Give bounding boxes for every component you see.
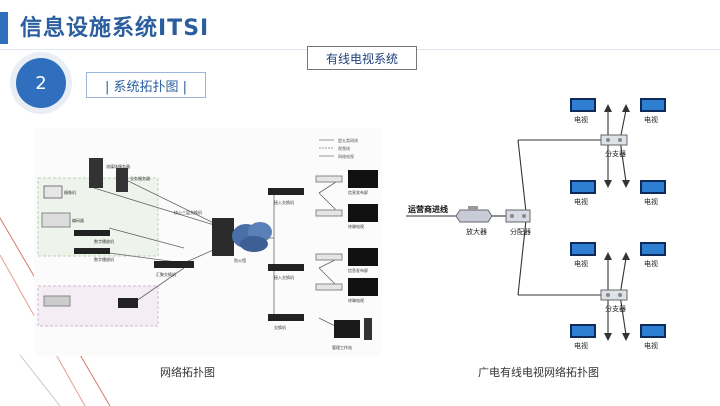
access-switch-icon [268, 314, 304, 321]
agg-switch-icon [154, 261, 194, 268]
core-switch-icon [212, 218, 234, 256]
tv-screen-icon [348, 278, 378, 296]
tv-label: 电视 [574, 259, 588, 268]
player-2-label: 数字播放机 [94, 256, 114, 262]
tv-screen-icon [348, 204, 378, 222]
server-1-label: 流媒体服务器 [106, 163, 130, 169]
network-caption: 网络拓扑图 [160, 366, 215, 379]
tv-label: 电视 [644, 259, 658, 268]
tv-label: 电视 [644, 341, 658, 350]
tv-screen-icon [348, 170, 378, 188]
tv-icon [570, 180, 596, 194]
tv-icon [640, 98, 666, 112]
catv-caption: 广电有线电视网络拓扑图 [478, 366, 599, 379]
server-2-label: 业务服务器 [130, 175, 150, 181]
tv-label: 电视 [574, 115, 588, 124]
tv-icon [570, 324, 596, 338]
tv-label: 电视 [644, 115, 658, 124]
tv-label: 电视 [574, 197, 588, 206]
encoder-icon [43, 295, 71, 307]
screen-1-label: 信息发布屏 [348, 189, 368, 195]
tv-icon [640, 324, 666, 338]
mgmt-pc-label: 管理工作站 [332, 344, 352, 350]
tv-icon [640, 180, 666, 194]
network-topology-diagram: 超五类网线 视频线 网络电视 流媒体服务器 业务服务器 摄像机 编码器 数字播放… [34, 128, 382, 356]
server-icon [89, 158, 103, 188]
catv-topology-diagram: 运营商进线 放大器 分配器 分支器 分支器 电视 电视 电视 [398, 90, 708, 352]
legend-label-3: 网络电视 [338, 153, 354, 159]
section-subtitle: | 系统拓扑图 | [86, 72, 206, 98]
agg-switch-label: 汇聚交换机 [156, 271, 176, 277]
amplifier-label: 放大器 [466, 227, 487, 236]
screen-2-label: 终端电视 [348, 223, 364, 229]
device-2-label: 编码器 [72, 217, 84, 223]
section-number-badge: 2 [16, 58, 66, 108]
internet-cloud-icon [232, 222, 272, 252]
player-1-label: 数字播放机 [94, 238, 114, 244]
tv-system-title: 有线电视系统 [307, 46, 417, 70]
tv-icon [570, 242, 596, 256]
tap-2-label: 分支器 [605, 304, 626, 313]
screen-4-label: 终端电视 [348, 297, 364, 303]
title-accent-bar [0, 12, 8, 44]
screen-3-label: 信息发布屏 [348, 267, 368, 273]
tv-icon [640, 242, 666, 256]
tv-label: 电视 [644, 197, 658, 206]
access-switch-icon [268, 188, 304, 195]
amplifier-icon [455, 206, 493, 223]
tap-icon [600, 289, 628, 301]
device-1-label: 摄像机 [64, 189, 76, 195]
tv-label: 电视 [574, 341, 588, 350]
access-switch-icon [268, 264, 304, 271]
splitter-icon [505, 209, 531, 223]
splitter-label: 分配器 [510, 227, 531, 236]
access-switch-1-label: 接入交换机 [274, 199, 294, 205]
device-icon [118, 298, 138, 308]
access-switch-3-label: 交换机 [274, 324, 286, 330]
legend-label-1: 超五类网线 [338, 137, 358, 143]
tv-screen-icon [348, 248, 378, 266]
tv-icon [570, 98, 596, 112]
access-switch-2-label: 接入交换机 [274, 274, 294, 280]
player-icon [74, 230, 110, 236]
camera-icon [43, 185, 63, 199]
source-label: 运营商进线 [408, 204, 448, 214]
encoder-icon [41, 212, 71, 228]
tap-1-label: 分支器 [605, 149, 626, 158]
legend-label-2: 视频线 [338, 145, 350, 151]
server-icon [116, 168, 128, 192]
pc-tower-icon [364, 318, 372, 340]
core-switch-label: 核心三层交换机 [174, 209, 202, 215]
player-icon [74, 248, 110, 254]
tap-icon [600, 134, 628, 146]
page-title: 信息设施系统ITSI [20, 16, 210, 41]
monitor-icon [334, 320, 360, 338]
cloud-label: 防火墙 [234, 257, 246, 263]
